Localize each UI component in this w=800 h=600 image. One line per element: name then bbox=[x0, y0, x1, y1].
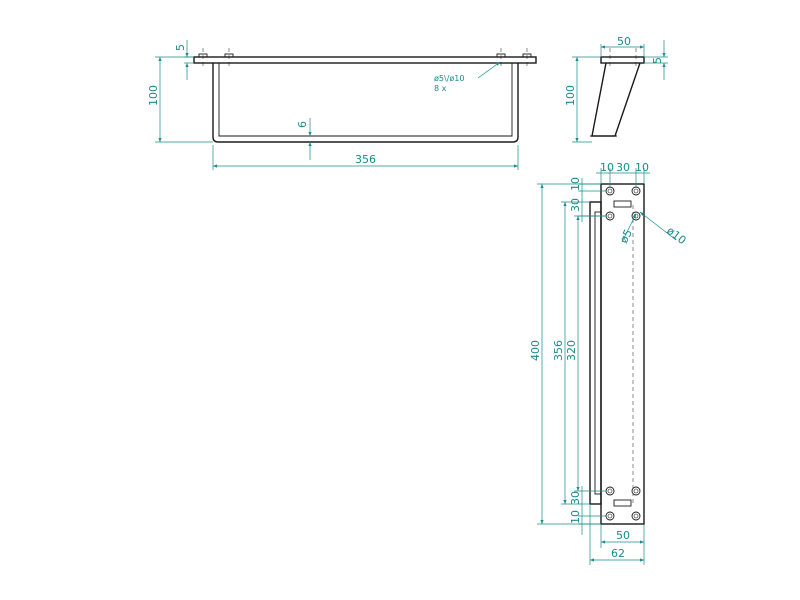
top-dim-top-row: 10 30 10 bbox=[596, 161, 650, 187]
top-view: 10 30 10 30 10 ø5 ø10 400 bbox=[529, 161, 688, 565]
top-dim-width-50: 50 bbox=[600, 524, 645, 548]
top-dim-bottom-30-label: 30 bbox=[569, 491, 582, 505]
side-bracket bbox=[591, 62, 641, 137]
side-dim-width: 50 bbox=[600, 35, 645, 57]
top-dim-50-label: 50 bbox=[616, 529, 630, 542]
front-top-plate bbox=[193, 56, 537, 64]
side-dim-100-label: 100 bbox=[564, 85, 577, 106]
top-dim-30-label: 30 bbox=[616, 161, 630, 174]
top-dim-400-label: 400 bbox=[529, 340, 542, 361]
front-view: 5 100 6 356 ø5\/ø10 8 x bbox=[147, 40, 537, 170]
top-bar-outer bbox=[589, 201, 602, 505]
front-dim-bar-thickness: 6 bbox=[296, 118, 312, 160]
side-dim-height: 100 bbox=[564, 56, 601, 143]
front-hole-note-line2: 8 x bbox=[434, 84, 447, 93]
front-frame bbox=[212, 63, 519, 143]
top-slot-lower bbox=[613, 499, 632, 507]
top-dim-left-lower: 30 10 bbox=[569, 486, 606, 535]
top-dim-10b-label: 10 bbox=[635, 161, 649, 174]
top-dim-width-62: 62 bbox=[589, 504, 645, 565]
side-dim-5-label: 5 bbox=[651, 57, 664, 64]
front-hole-note-line1: ø5\/ø10 bbox=[434, 74, 464, 83]
top-dim-hole-label: ø5 bbox=[617, 227, 635, 245]
top-bar-inner bbox=[594, 211, 602, 495]
front-dim-100-label: 100 bbox=[147, 85, 160, 106]
side-top-plate bbox=[600, 56, 645, 64]
top-dim-counterbore-label: ø10 bbox=[664, 224, 688, 247]
side-dim-50-label: 50 bbox=[617, 35, 631, 48]
top-dim-bottom-10-label: 10 bbox=[569, 510, 582, 524]
side-view: 50 5 100 bbox=[564, 35, 668, 143]
top-dim-400: 400 bbox=[529, 183, 601, 525]
front-frame-inner bbox=[218, 63, 513, 137]
front-dim-6-label: 6 bbox=[296, 121, 309, 128]
side-dim-plate-thickness: 5 bbox=[644, 40, 668, 80]
top-slot-upper bbox=[613, 200, 632, 208]
front-dim-plate-thickness: 5 bbox=[174, 40, 194, 80]
front-dim-height: 100 bbox=[147, 56, 213, 143]
top-dim-320-label: 320 bbox=[565, 340, 578, 361]
top-dim-320: 320 bbox=[565, 215, 606, 492]
front-hole-note: ø5\/ø10 8 x bbox=[434, 61, 501, 93]
top-dim-left-30-label: 30 bbox=[569, 198, 582, 212]
top-holes bbox=[605, 186, 641, 521]
front-dim-length: 356 bbox=[212, 145, 519, 170]
top-hole-callouts: ø5 ø10 bbox=[617, 211, 688, 247]
top-dim-356-label: 356 bbox=[552, 340, 565, 361]
top-dim-62-label: 62 bbox=[611, 547, 625, 560]
front-dim-356-label: 356 bbox=[355, 153, 376, 166]
front-bolts bbox=[198, 48, 532, 67]
top-dim-10a-label: 10 bbox=[600, 161, 614, 174]
front-dim-5-label: 5 bbox=[174, 44, 187, 51]
top-dim-356: 356 bbox=[552, 201, 590, 505]
